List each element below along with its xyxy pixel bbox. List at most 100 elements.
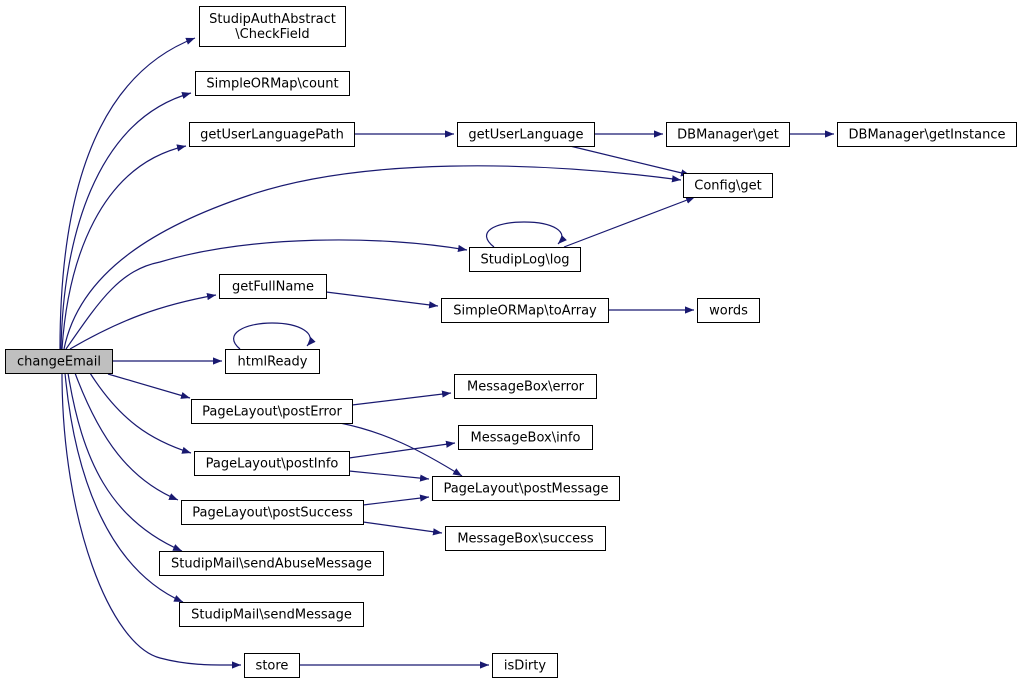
node-box xyxy=(683,173,773,198)
nodes-layer: changeEmail StudipAuthAbstract\CheckField… xyxy=(5,6,1017,678)
node-dbGetInstance[interactable]: DBManager\getInstance xyxy=(837,122,1017,147)
edge-line xyxy=(348,470,430,482)
edge-line xyxy=(61,144,187,350)
node-configGet[interactable]: Config\get xyxy=(683,173,773,198)
edge-line xyxy=(486,221,567,248)
node-box xyxy=(199,6,346,47)
node-mbError[interactable]: MessageBox\error xyxy=(454,374,597,399)
node-studipLog[interactable]: StudipLog\log xyxy=(469,247,581,272)
node-box xyxy=(432,476,620,501)
node-getUserLanguagePath[interactable]: getUserLanguagePath xyxy=(189,122,355,147)
edge-htmlReady-to-htmlReady xyxy=(233,322,316,350)
edge-line xyxy=(74,372,179,501)
node-box xyxy=(454,374,597,399)
node-label: isDirty xyxy=(504,659,546,674)
node-label: store xyxy=(256,659,289,674)
node-label: getUserLanguagePath xyxy=(200,128,344,143)
node-box xyxy=(469,247,581,272)
node-label: StudipMail\sendAbuseMessage xyxy=(171,557,372,572)
node-box xyxy=(441,298,609,323)
edge-postError-to-mbError xyxy=(351,390,452,406)
node-toArray[interactable]: SimpleORMap\toArray xyxy=(441,298,609,323)
node-mbSuccess[interactable]: MessageBox\success xyxy=(445,526,606,551)
edge-line xyxy=(64,372,184,603)
node-box xyxy=(666,122,790,147)
node-postMessage[interactable]: PageLayout\postMessage xyxy=(432,476,620,501)
node-box xyxy=(225,349,320,374)
node-label: \CheckField xyxy=(235,27,309,42)
edge-changeEmail-to-postError xyxy=(107,373,191,399)
node-mbInfo[interactable]: MessageBox\info xyxy=(458,425,593,450)
edge-line xyxy=(563,196,696,248)
node-label: MessageBox\info xyxy=(471,431,581,446)
node-label: PageLayout\postMessage xyxy=(443,482,608,497)
node-checkField[interactable]: StudipAuthAbstract\CheckField xyxy=(199,6,346,47)
edge-line xyxy=(569,145,691,177)
edge-changeEmail-to-sendMessage xyxy=(64,372,184,603)
node-count[interactable]: SimpleORMap\count xyxy=(195,71,350,96)
node-getFullName[interactable]: getFullName xyxy=(219,274,327,299)
node-label: PageLayout\postSuccess xyxy=(192,506,353,521)
node-box xyxy=(697,298,760,323)
node-words[interactable]: words xyxy=(697,298,760,323)
edge-getUserLanguage-to-configGet xyxy=(569,145,691,177)
node-postError[interactable]: PageLayout\postError xyxy=(191,399,353,424)
node-box xyxy=(457,122,595,147)
node-label: PageLayout\postError xyxy=(202,405,342,420)
node-box xyxy=(194,451,350,476)
node-label: getFullName xyxy=(232,280,314,295)
node-box xyxy=(179,602,364,627)
edge-line xyxy=(362,494,430,506)
node-box xyxy=(5,349,113,374)
edge-line xyxy=(63,165,682,350)
node-label: DBManager\get xyxy=(677,128,779,143)
edge-changeEmail-to-getUserLanguagePath xyxy=(61,144,187,350)
edge-line xyxy=(339,422,463,477)
node-box xyxy=(837,122,1017,147)
edge-line xyxy=(351,390,452,406)
node-label: MessageBox\success xyxy=(457,532,594,547)
edge-postInfo-to-postMessage xyxy=(348,470,430,482)
node-label: words xyxy=(709,304,748,319)
node-box xyxy=(159,551,384,576)
node-isDirty[interactable]: isDirty xyxy=(492,653,558,678)
node-sendMessage[interactable]: StudipMail\sendMessage xyxy=(179,602,364,627)
node-sendAbuse[interactable]: StudipMail\sendAbuseMessage xyxy=(159,551,384,576)
edge-changeEmail-to-configGet xyxy=(63,165,682,350)
edge-changeEmail-to-postSuccess xyxy=(74,372,179,501)
edge-line xyxy=(65,239,468,350)
edge-changeEmail-to-studipLog xyxy=(65,239,468,350)
edge-changeEmail-to-getFullName xyxy=(69,293,217,350)
edge-line xyxy=(59,37,196,350)
node-label: changeEmail xyxy=(17,355,101,370)
edge-line xyxy=(233,322,316,350)
node-getUserLanguage[interactable]: getUserLanguage xyxy=(457,122,595,147)
node-htmlReady[interactable]: htmlReady xyxy=(225,349,320,374)
node-store[interactable]: store xyxy=(244,653,300,678)
node-changeEmail[interactable]: changeEmail xyxy=(5,349,113,374)
node-label: DBManager\getInstance xyxy=(849,128,1006,143)
edge-changeEmail-to-sendAbuse xyxy=(67,372,183,552)
edge-changeEmail-to-checkField xyxy=(59,37,196,350)
node-postSuccess[interactable]: PageLayout\postSuccess xyxy=(181,500,364,525)
node-box xyxy=(191,399,353,424)
node-postInfo[interactable]: PageLayout\postInfo xyxy=(194,451,350,476)
edge-studipLog-to-studipLog xyxy=(486,221,567,248)
edge-postSuccess-to-mbSuccess xyxy=(362,521,443,536)
edge-changeEmail-to-store xyxy=(61,372,242,669)
edge-line xyxy=(60,91,192,350)
node-dbGet[interactable]: DBManager\get xyxy=(666,122,790,147)
edge-changeEmail-to-count xyxy=(60,91,192,350)
node-box xyxy=(492,653,558,678)
node-label: StudipMail\sendMessage xyxy=(191,608,352,623)
edge-postInfo-to-mbInfo xyxy=(348,440,456,459)
node-box xyxy=(181,500,364,525)
edge-line xyxy=(67,372,183,552)
edge-line xyxy=(61,372,242,669)
edge-getFullName-to-toArray xyxy=(325,291,439,309)
node-label: StudipLog\log xyxy=(480,253,569,268)
node-label: MessageBox\error xyxy=(467,380,585,395)
node-label: Config\get xyxy=(694,179,761,194)
edge-postSuccess-to-postMessage xyxy=(362,494,430,506)
